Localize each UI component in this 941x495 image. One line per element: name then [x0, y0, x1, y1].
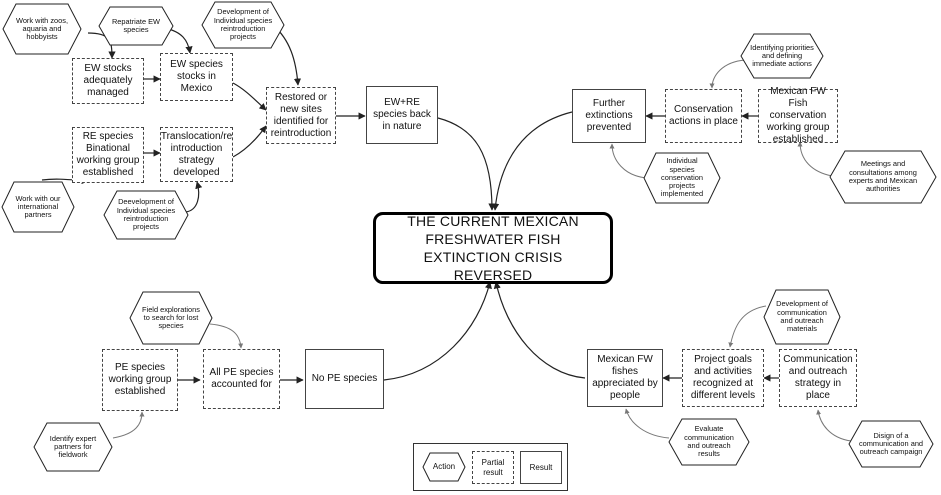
link-evaluate-appreciated: [624, 408, 670, 439]
hexagon-shape: [201, 1, 285, 49]
hexagon-shape: [422, 452, 466, 482]
link-materials-goals: [728, 305, 767, 348]
hexagon-shape: [740, 33, 824, 79]
action-evaluate: Evaluate communication and outreach resu…: [668, 418, 750, 466]
action-international-label: Work with our international partners: [15, 193, 61, 220]
action-field: Field explorations to search for lost sp…: [129, 291, 213, 345]
link-priorities-conservation: [709, 59, 746, 89]
result-extinctions: Further extinctions prevented: [572, 89, 646, 143]
link-nope-center: [383, 281, 492, 381]
partial-pe-accounted: All PE species accounted for: [203, 349, 280, 409]
link-devbottom-translocation: [185, 181, 203, 213]
hexagon-shape: [129, 291, 213, 345]
link-design-comm: [816, 409, 852, 442]
partial-ew-stocks: EW stocks adequately managed: [72, 58, 144, 104]
link-identify-pegroup: [112, 411, 145, 439]
action-materials-label: Development of communication and outreac…: [776, 299, 828, 334]
legend-action-label: Action: [432, 461, 456, 471]
link-extinctions-center: [492, 111, 573, 211]
action-dev-bottom: Deevelopment of Individual species reint…: [103, 190, 189, 240]
action-meetings-label: Meetings and consultations among experts…: [848, 159, 918, 194]
partial-wg-fish: Mexican FW Fish conservation working gro…: [758, 86, 838, 145]
action-evaluate-label: Evaluate communication and outreach resu…: [684, 424, 734, 459]
hexagon-shape: [668, 418, 750, 466]
action-priorities-label: Identifying priorities and defining imme…: [750, 42, 814, 69]
partial-restored: Restored or new sites identified for rei…: [266, 87, 336, 144]
link-appreciated-center: [493, 281, 586, 379]
result-ew-re: EW+RE species back in nature: [366, 86, 438, 144]
link-translocation-restored: [232, 125, 267, 158]
hexagon-shape: [829, 150, 937, 204]
hexagon-shape: [848, 420, 934, 468]
hexagon-shape: [103, 190, 189, 240]
action-identify: Identify expert partners for fieldwork: [33, 422, 113, 472]
link-individual-extinctions: [609, 143, 648, 179]
action-international: Work with our international partners: [1, 181, 75, 233]
action-materials: Development of communication and outreac…: [763, 289, 841, 345]
hexagon-shape: [2, 3, 82, 55]
action-dev-top: Development of Individual species reintr…: [201, 1, 285, 49]
action-individual-label: Individual species conservation projects…: [660, 156, 704, 199]
action-priorities: Identifying priorities and defining imme…: [740, 33, 824, 79]
partial-pe-group: PE species working group established: [102, 349, 178, 411]
partial-goals: Project goals and activities recognized …: [682, 349, 764, 407]
hexagon-shape: [643, 152, 721, 204]
action-zoos-label: Work with zoos, aquaria and hobbyists: [15, 15, 69, 42]
link-ewre-center: [437, 117, 496, 211]
hexagon-shape: [33, 422, 113, 472]
hexagon-shape: [1, 181, 75, 233]
action-design: Disign of a communication and outreach c…: [848, 420, 934, 468]
action-dev-top-label: Development of Individual species reintr…: [213, 7, 273, 42]
action-repatriate-label: Repatriate EW species: [111, 16, 161, 34]
center-goal-text: THE CURRENT MEXICAN FRESHWATER FISH EXTI…: [407, 212, 579, 284]
action-dev-bottom-label: Deevelopment of Individual species reint…: [116, 197, 176, 232]
action-repatriate: Repatriate EW species: [98, 6, 174, 46]
partial-conservation: Conservation actions in place: [665, 89, 742, 143]
center-goal: THE CURRENT MEXICAN FRESHWATER FISH EXTI…: [373, 212, 613, 284]
action-zoos: Work with zoos, aquaria and hobbyists: [2, 3, 82, 55]
action-design-label: Disign of a communication and outreach c…: [858, 430, 924, 457]
legend: Action Partial result Result: [413, 443, 568, 491]
link-ewmexico-restored: [232, 82, 267, 111]
legend-partial: Partial result: [472, 451, 514, 484]
partial-ew-mexico: EW species stocks in Mexico: [160, 53, 233, 101]
action-identify-label: Identify expert partners for fieldwork: [49, 433, 97, 460]
action-individual: Individual species conservation projects…: [643, 152, 721, 204]
result-appreciated: Mexican FW fishes appreciated by people: [587, 349, 663, 407]
hexagon-shape: [763, 289, 841, 345]
action-meetings: Meetings and consultations among experts…: [829, 150, 937, 204]
legend-action: Action: [422, 452, 466, 482]
action-field-label: Field explorations to search for lost sp…: [142, 304, 200, 331]
hexagon-shape: [98, 6, 174, 46]
partial-comm: Communication and outreach strategy in p…: [779, 349, 857, 407]
link-field-peaccounted: [209, 323, 244, 349]
result-no-pe: No PE species: [305, 349, 384, 409]
legend-result: Result: [520, 451, 562, 484]
partial-translocation: Translocation/re introduction strategy d…: [160, 127, 233, 182]
partial-re-group: RE species Binational working group esta…: [72, 127, 144, 183]
link-meetings-wgfish: [797, 141, 833, 177]
